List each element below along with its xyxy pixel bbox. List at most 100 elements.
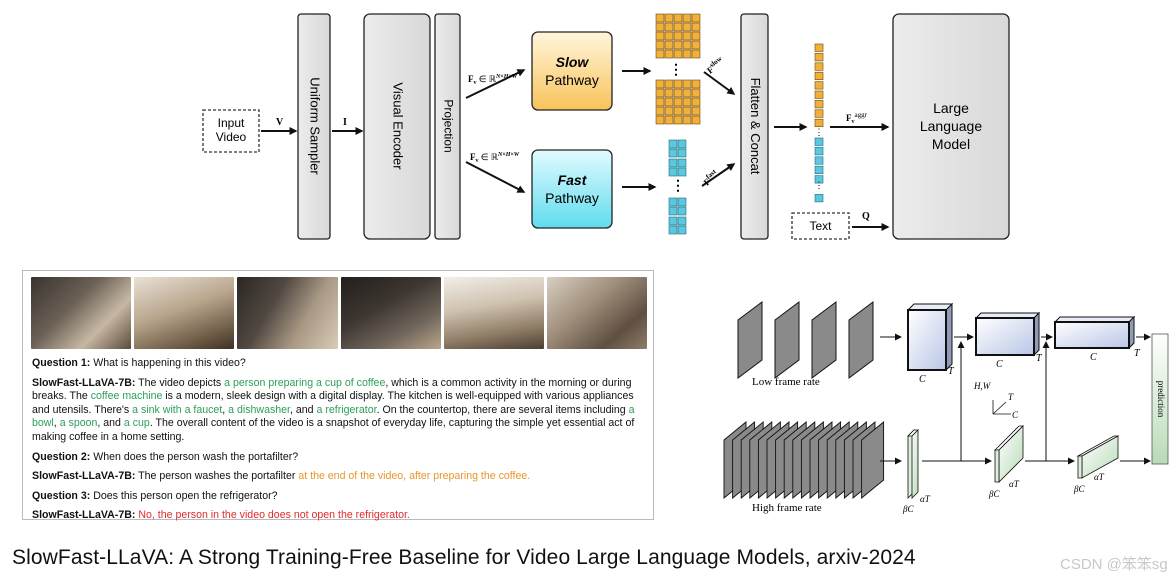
slow-token [682, 13, 692, 23]
slow-token [682, 31, 692, 41]
axes-indicator [992, 400, 1011, 415]
slow-token [655, 88, 665, 98]
faggr-label: Fvaggr [846, 111, 868, 125]
flat-slow-token [814, 109, 824, 118]
slow-token [691, 106, 701, 116]
slow-token [664, 79, 674, 89]
slow-token [673, 115, 683, 125]
slow-token [664, 97, 674, 107]
slow-token [673, 106, 683, 116]
slow-token [673, 13, 683, 23]
fast-token [668, 158, 678, 168]
slow-token [673, 49, 683, 59]
fast-pathway-box [531, 149, 613, 229]
text-input-label: Text [809, 219, 832, 233]
flat-slow-token [814, 71, 824, 80]
slow-token [664, 88, 674, 98]
flat-fast-token [814, 194, 824, 203]
qa-text: Question 1: What is happening in this vi… [32, 357, 644, 529]
fast-token [677, 197, 687, 207]
slow-token [682, 79, 692, 89]
slow-token [655, 115, 665, 125]
flat-slow-token [814, 43, 824, 52]
flat-fast-token [814, 156, 824, 165]
flat-slow-token [814, 90, 824, 99]
fast-token [677, 216, 687, 226]
token-ellipsis: ⋮ [815, 127, 824, 137]
flat-fast-token [814, 137, 824, 146]
low-rate-frame [848, 301, 874, 379]
slow-token [691, 22, 701, 32]
slow-token [673, 40, 683, 50]
projection-label: Projection [441, 99, 455, 152]
video-frame-strip [31, 277, 648, 349]
slow-token [664, 13, 674, 23]
fast2-bc-label: βC [988, 489, 1000, 499]
projection-block [434, 13, 461, 240]
flat-fast-token [814, 147, 824, 156]
fast-token-grid-top [668, 139, 687, 177]
high-frame-rate-frames [723, 421, 885, 499]
flatten-concat-label: Flatten & Concat [748, 78, 763, 175]
t-axis-label: T [1008, 392, 1014, 402]
q-label: Q [862, 211, 870, 222]
fast-token [677, 158, 687, 168]
low-rate-frame [737, 301, 763, 379]
fast-token [677, 167, 687, 177]
low-frame-rate-label: Low frame rate [752, 376, 820, 388]
qa-example-panel: Question 1: What is happening in this vi… [22, 270, 654, 521]
fast-token-grid-bottom [668, 197, 687, 235]
fast-token [668, 139, 678, 149]
slow2-t-label: T [1036, 353, 1043, 364]
fast-pathway-sub: Pathway [545, 190, 599, 206]
fast1-bc-label: βC [902, 504, 914, 514]
slow-token [655, 49, 665, 59]
slow-token [664, 40, 674, 50]
slow-pathway-box [531, 31, 613, 111]
slow-token [655, 13, 665, 23]
watermark: CSDN @笨笨sg [1060, 556, 1168, 573]
answer-3: SlowFast-LLaVA-7B: No, the person in the… [32, 509, 410, 522]
fast-block-3 [1076, 435, 1120, 479]
slow-token [655, 97, 665, 107]
slow-token [655, 22, 665, 32]
text-input-box [791, 212, 850, 240]
answer-2: SlowFast-LLaVA-7B: The person washes the… [32, 470, 531, 483]
video-frame-thumbnail [134, 277, 235, 349]
slow-token [673, 88, 683, 98]
fast-grid-ellipsis: ⋮ [671, 177, 685, 193]
fslow-label: Fslow [704, 54, 727, 76]
slow-token [682, 106, 692, 116]
slow-token [655, 40, 665, 50]
slow-token [664, 31, 674, 41]
slow-token [682, 115, 692, 125]
slow3-c-label: C [1090, 352, 1097, 363]
v-label: V [276, 117, 284, 128]
flat-slow-token [814, 53, 824, 62]
slow-block-1 [906, 302, 954, 372]
video-frame-thumbnail [31, 277, 132, 349]
slow-token [655, 31, 665, 41]
uniform-sampler-label: Uniform Sampler [308, 77, 323, 175]
answer-1: SlowFast-LLaVA-7B: The video depicts a p… [32, 376, 635, 443]
fast-block-1 [907, 429, 919, 499]
prediction-block [1151, 333, 1169, 465]
c-axis-label: C [1012, 410, 1019, 420]
slow-token [664, 106, 674, 116]
flat-fast-token [814, 175, 824, 184]
slow3-t-label: T [1134, 348, 1141, 359]
fast-token [668, 216, 678, 226]
fast3-at-label: αT [1094, 472, 1105, 482]
slow1-t-label: T [948, 366, 955, 377]
slow-token [664, 115, 674, 125]
low-frame-rate-frames [737, 301, 874, 379]
video-frame-thumbnail [237, 277, 338, 349]
question-1: Question 1: What is happening in this vi… [32, 357, 246, 369]
visual-encoder-label: Visual Encoder [391, 82, 406, 170]
slow-token [691, 79, 701, 89]
slow-token [691, 88, 701, 98]
flatten-concat-block [740, 13, 769, 240]
